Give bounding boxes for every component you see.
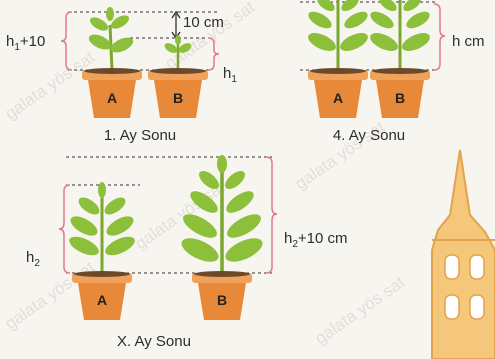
label-suffix: +10 bbox=[20, 33, 45, 50]
pot-label-b: B bbox=[173, 90, 183, 106]
svg-text:h1: h1 bbox=[223, 65, 237, 85]
h-cm-label: h cm bbox=[452, 33, 485, 50]
pot-label-a: A bbox=[97, 292, 107, 308]
panel-month-4: h cm A bbox=[300, 0, 485, 144]
pot-b: B bbox=[192, 271, 252, 320]
plant-a bbox=[67, 182, 138, 273]
caption-month-4: 4. Ay Sonu bbox=[333, 127, 405, 144]
pot-a: A bbox=[72, 271, 132, 320]
watermark-text: galata yös sat bbox=[1, 47, 98, 123]
pot-label-b: B bbox=[217, 292, 227, 308]
plant-a bbox=[305, 0, 370, 70]
subscript: 1 bbox=[231, 74, 237, 85]
h2-plus-10-label: h bbox=[284, 230, 292, 247]
caption-month-1: 1. Ay Sonu bbox=[104, 127, 176, 144]
pot-label-a: A bbox=[107, 90, 117, 106]
plant-b bbox=[367, 0, 432, 70]
svg-text:h2: h2 bbox=[26, 249, 40, 269]
pot-a: A bbox=[308, 68, 368, 118]
label-suffix: +10 cm bbox=[298, 230, 348, 247]
watermark-text: galata yös sat bbox=[311, 272, 408, 348]
svg-text:h1+10: h1+10 bbox=[6, 33, 45, 53]
pot-label-b: B bbox=[395, 90, 405, 106]
caption-month-x: X. Ay Sonu bbox=[117, 333, 191, 350]
h1-label: h bbox=[223, 65, 231, 82]
pot-label-a: A bbox=[333, 90, 343, 106]
h2-label: h bbox=[26, 249, 34, 266]
height-bracket-right bbox=[434, 4, 445, 70]
panel-month-1: 10 cm h1+10 h1 A bbox=[6, 7, 237, 144]
height-bracket-left bbox=[59, 185, 70, 273]
pot-b: B bbox=[370, 68, 430, 118]
subscript: 2 bbox=[34, 258, 40, 269]
pot-b: B bbox=[148, 68, 208, 118]
gap-label: 10 cm bbox=[183, 14, 224, 31]
svg-text:h2+10 cm: h2+10 cm bbox=[284, 230, 348, 250]
h1-plus-10-label: h bbox=[6, 33, 14, 50]
tower-illustration bbox=[432, 150, 495, 359]
height-bracket-right bbox=[266, 157, 277, 273]
pot-a: A bbox=[82, 68, 142, 118]
